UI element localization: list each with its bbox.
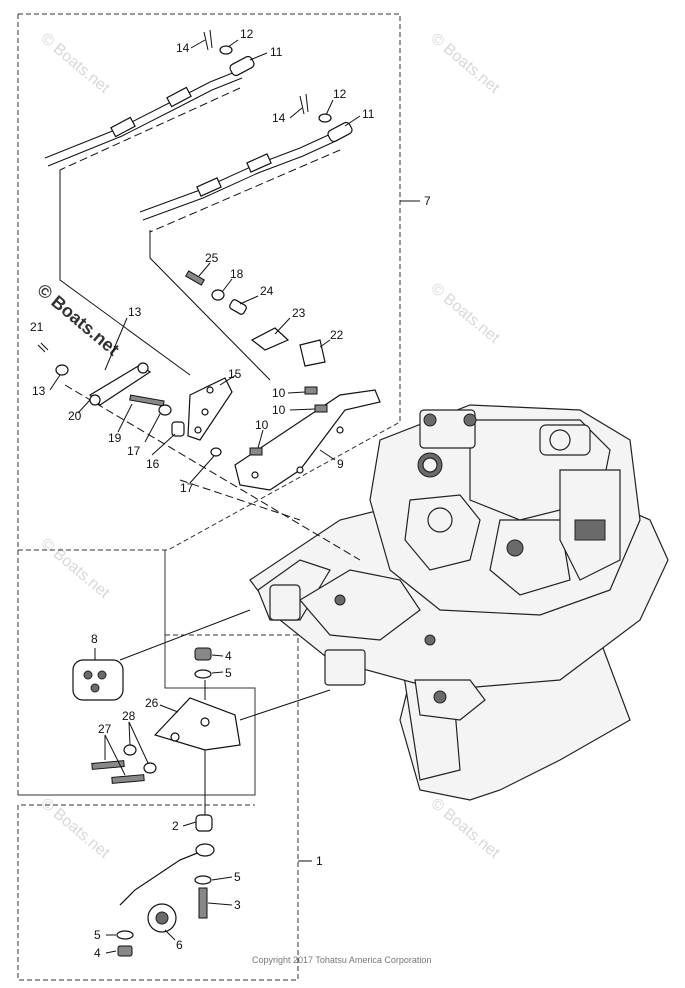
group-4-5-boundary [18, 550, 256, 796]
watermark: © Boats.net [37, 535, 113, 602]
callout-7: 7 [424, 194, 431, 208]
watermark: © Boats.net [427, 280, 503, 347]
callout-13: 13 [32, 384, 46, 398]
callout-24: 24 [260, 284, 274, 298]
callout-6: 6 [176, 938, 183, 952]
callout-10: 10 [255, 418, 269, 432]
callout-22: 22 [330, 328, 344, 342]
callout-17: 17 [127, 444, 141, 458]
callout-10: 10 [272, 403, 286, 417]
callout-5: 5 [234, 870, 241, 884]
callout-4: 4 [94, 946, 101, 960]
watermark-prominent: © Boats.net [33, 280, 123, 360]
callout-5: 5 [94, 928, 101, 942]
callout-28: 28 [122, 709, 136, 723]
callout-13: 13 [128, 305, 142, 319]
callout-9: 9 [337, 457, 344, 471]
engine-assembly [249, 404, 669, 801]
callout-8: 8 [91, 632, 98, 646]
callout-19: 19 [108, 431, 122, 445]
callout-17: 17 [180, 481, 194, 495]
callout-16: 16 [146, 457, 160, 471]
callout-3: 3 [234, 898, 241, 912]
callout-12: 12 [240, 27, 254, 41]
group-7-boundary [17, 13, 401, 551]
callout-11: 11 [270, 45, 283, 59]
watermark: © Boats.net [427, 795, 503, 862]
callout-1: 1 [316, 854, 323, 868]
callout-21: 21 [30, 320, 44, 334]
lower-parts [72, 647, 241, 957]
watermark: © Boats.net [427, 30, 503, 97]
routing-lines [59, 87, 361, 815]
callout-4: 4 [225, 649, 232, 663]
callout-leaders [49, 39, 361, 954]
group-1-boundary [17, 634, 299, 981]
callout-14: 14 [176, 41, 190, 55]
callout-11: 11 [362, 107, 375, 121]
linkage-parts [37, 270, 381, 491]
throttle-shift-cables [44, 29, 353, 221]
callout-27: 27 [98, 722, 112, 736]
callout-12: 12 [333, 87, 347, 101]
callout-14: 14 [272, 111, 286, 125]
callout-23: 23 [292, 306, 306, 320]
group-boundaries [17, 13, 401, 981]
callout-26: 26 [145, 696, 159, 710]
group-26-boundary [17, 550, 256, 796]
callout-10: 10 [272, 386, 286, 400]
copyright-text: Copyright 2017 Tohatsu America Corporati… [252, 955, 431, 965]
callout-18: 18 [230, 267, 244, 281]
callout-5: 5 [225, 666, 232, 680]
callout-15: 15 [228, 367, 242, 381]
callout-20: 20 [68, 409, 82, 423]
callout-2: 2 [172, 819, 179, 833]
callout-labels: 14 12 11 12 14 11 7 25 18 24 13 23 21 22… [30, 27, 431, 960]
callout-25: 25 [205, 251, 219, 265]
watermark: © Boats.net [37, 30, 113, 97]
